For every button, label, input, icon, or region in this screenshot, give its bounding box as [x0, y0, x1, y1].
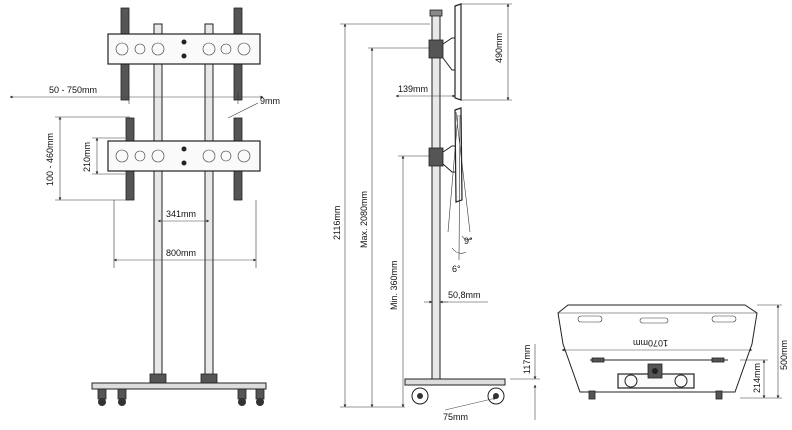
side-view: 9° 6° 490mm 139mm 2116mm Max. 2080mm Min — [332, 3, 540, 422]
side-pole — [431, 13, 441, 380]
total-height-label: 2116mm — [332, 206, 342, 240]
wheel-size-label: 75mm — [443, 412, 468, 422]
offset-label: 139mm — [398, 84, 428, 94]
min-height-label: Min. 360mm — [389, 260, 399, 310]
base-view: 1070mm 500mm 214mm — [557, 304, 789, 400]
left-pole — [153, 23, 163, 383]
bracket-height-label: 210mm — [82, 142, 92, 172]
pole-spacing-label: 341mm — [166, 209, 196, 219]
shelf-height-label: 117mm — [522, 345, 532, 374]
vesa-height-label: 100 - 460mm — [45, 133, 55, 186]
max-height-label: Max. 2080mm — [359, 191, 369, 248]
front-base — [91, 373, 267, 406]
right-pole — [204, 23, 214, 383]
bracket-thickness-label: 9mm — [260, 96, 280, 106]
lower-bracket — [107, 117, 261, 201]
inner-depth-label: 214mm — [752, 363, 762, 393]
tilt-up-label: 9° — [464, 236, 473, 246]
lower-screen — [428, 107, 473, 261]
vesa-width-label: 50 - 750mm — [49, 85, 97, 95]
base-length-label: 1070mm — [633, 338, 668, 348]
pole-diameter-label: 50,8mm — [448, 290, 481, 300]
base-width-label: 800mm — [166, 248, 196, 258]
front-view: 50 - 750mm 9mm 100 - 460mm 210mm 341mm 8… — [9, 7, 280, 406]
tilt-down-label: 6° — [452, 264, 461, 274]
upper-bracket — [107, 7, 261, 101]
base-depth-label: 500mm — [779, 340, 789, 370]
side-base — [404, 378, 506, 405]
screen-depth-label: 490mm — [494, 33, 504, 63]
